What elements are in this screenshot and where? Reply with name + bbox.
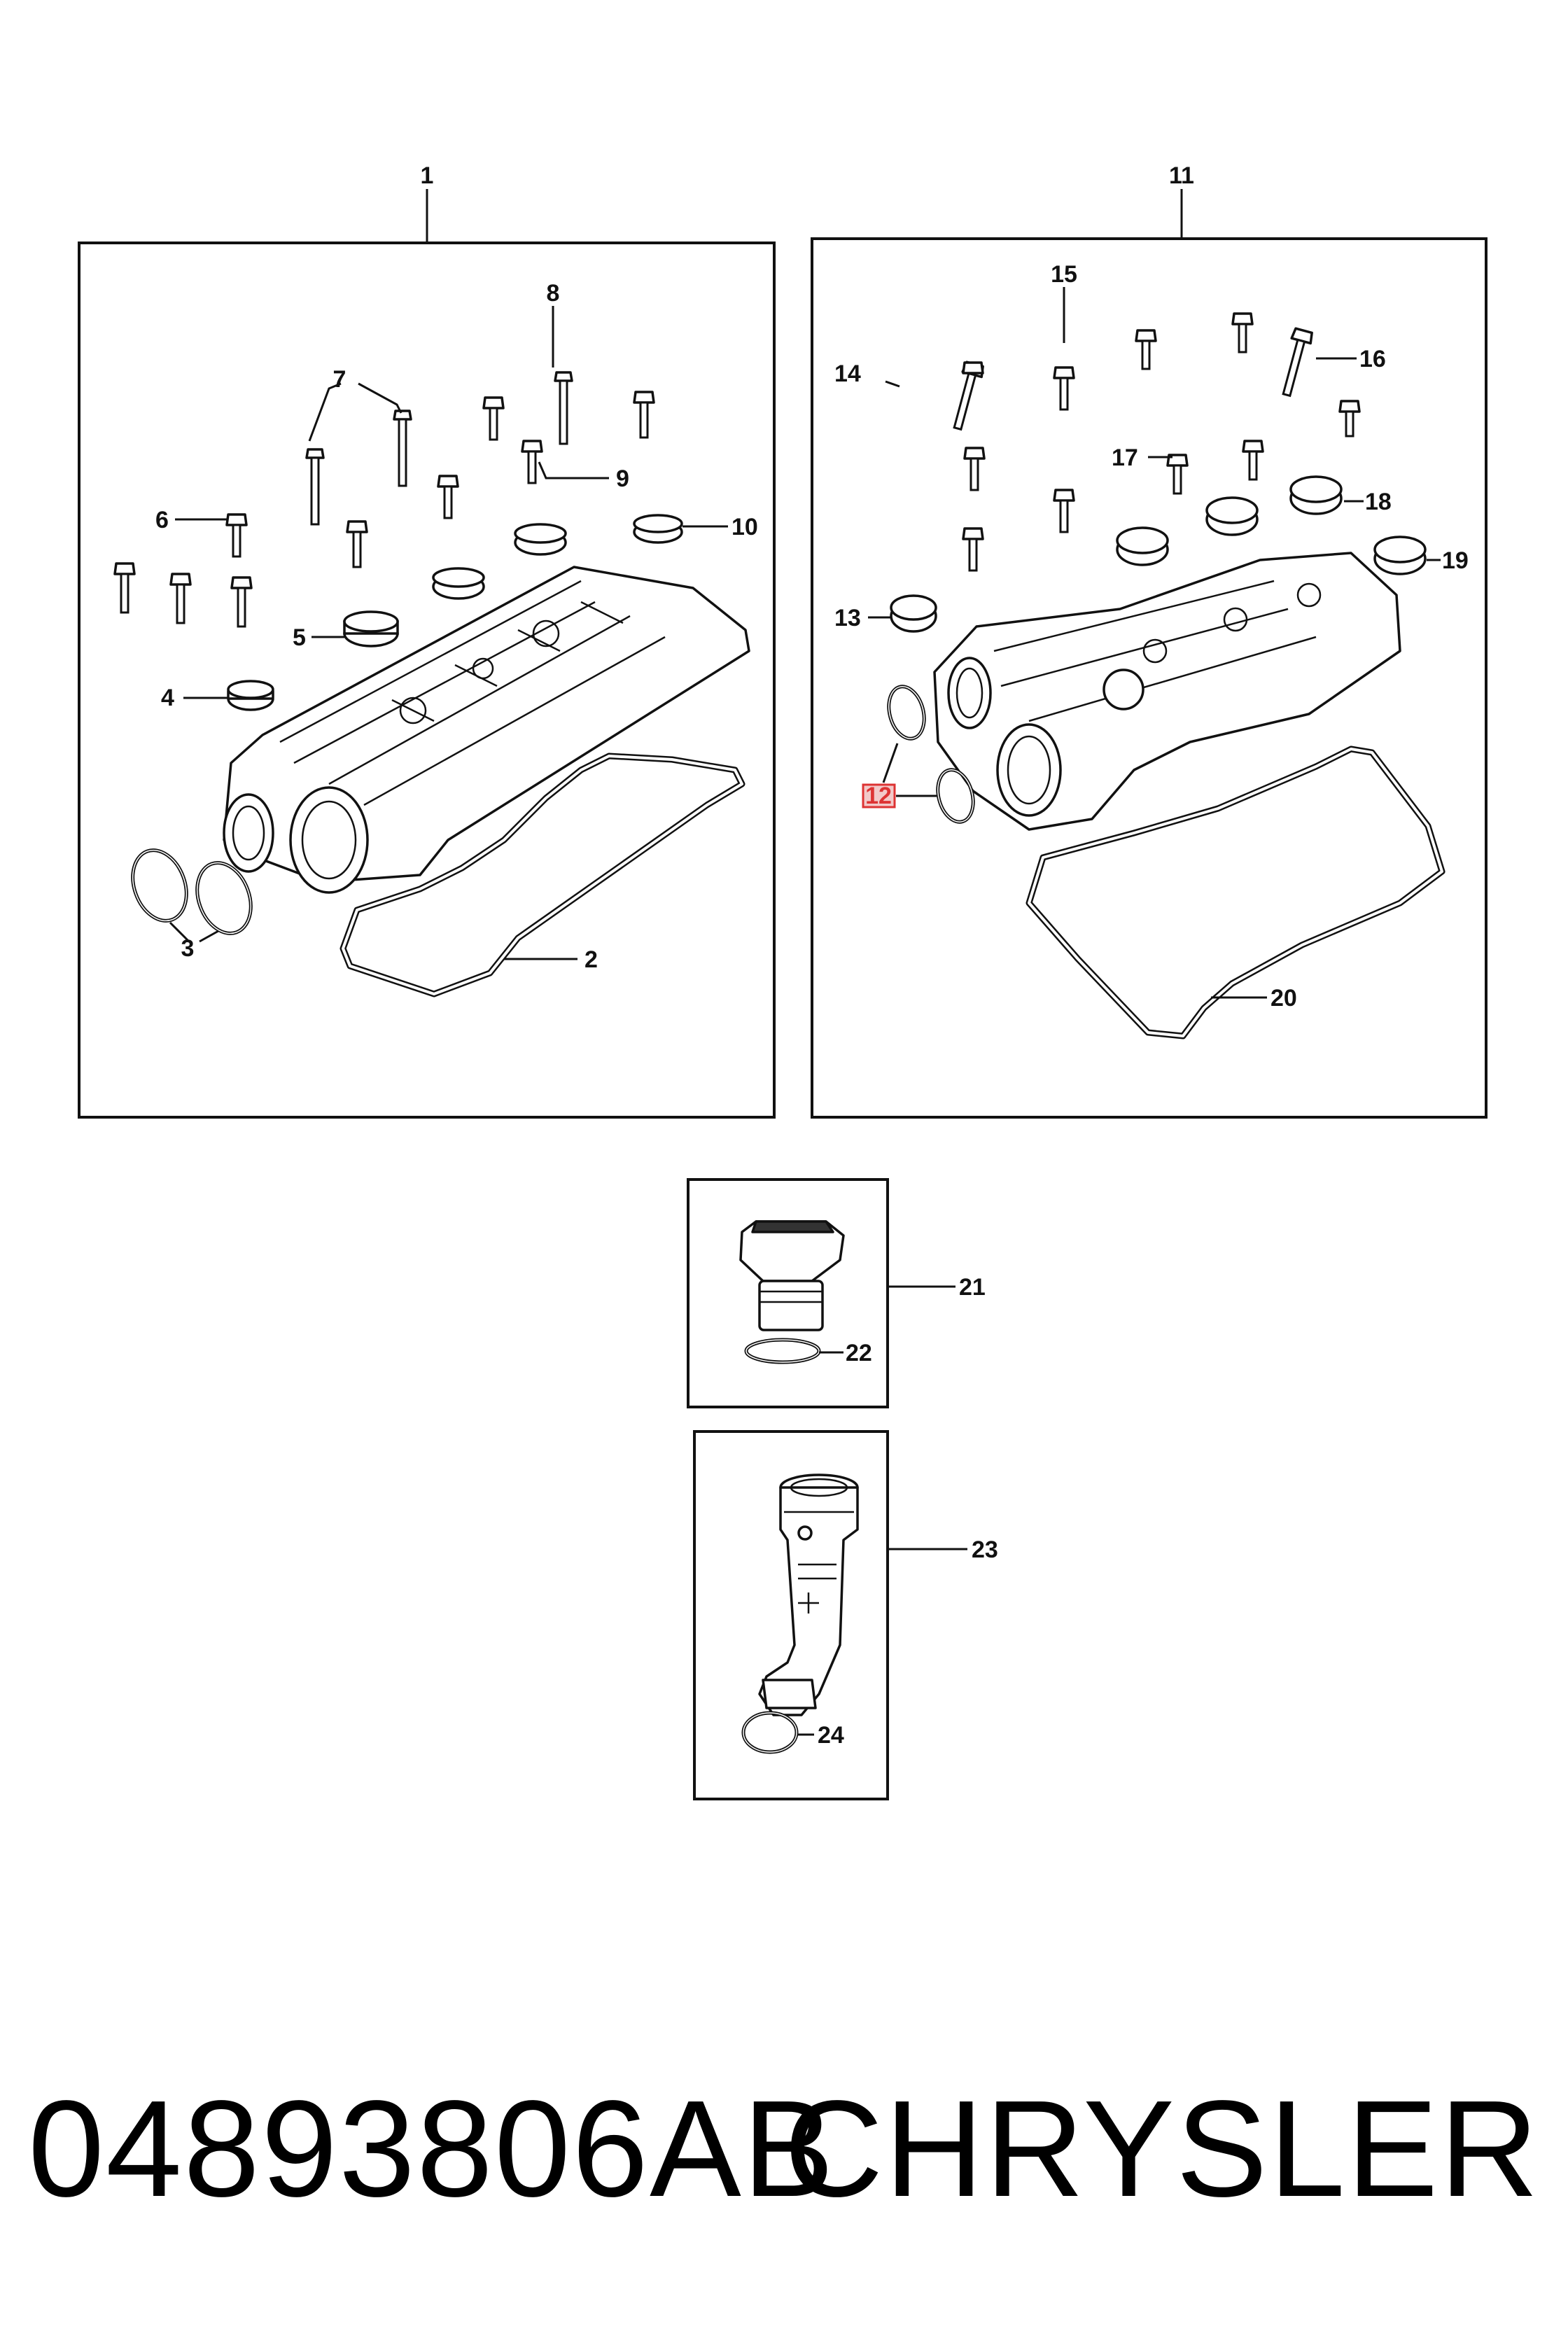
- callout-4[interactable]: 4: [161, 685, 174, 711]
- oil-filler-tube[interactable]: [758, 1474, 859, 1716]
- callout-12[interactable]: 12: [865, 783, 892, 809]
- seals-row-right: [1116, 496, 1259, 566]
- callout-15[interactable]: 15: [1051, 261, 1077, 288]
- right-valve-cover-group: 11 20 12: [811, 162, 1488, 1119]
- brand-name: CHRYSLER: [784, 2072, 1540, 2225]
- callout-19[interactable]: 19: [1442, 547, 1469, 574]
- seal-18[interactable]: [1289, 475, 1343, 515]
- seal-13[interactable]: [890, 594, 937, 633]
- callout-22[interactable]: 22: [846, 1340, 872, 1366]
- callout-13[interactable]: 13: [834, 605, 861, 631]
- o-rings-right[interactable]: [883, 682, 979, 826]
- valve-cover-left[interactable]: [223, 566, 750, 894]
- bolts-left[interactable]: [113, 371, 655, 628]
- bolts-right[interactable]: [948, 312, 1361, 572]
- filler-tube-o-ring[interactable]: [741, 1711, 799, 1754]
- right-panel-frame: [811, 237, 1488, 1119]
- seal-19[interactable]: [1373, 536, 1427, 575]
- oil-cap-group: 21 22: [687, 1178, 986, 1408]
- callout-18[interactable]: 18: [1365, 489, 1392, 515]
- gasket-right[interactable]: [1026, 746, 1446, 1040]
- seal-5[interactable]: [343, 610, 399, 648]
- valve-cover-right[interactable]: [933, 552, 1401, 831]
- callout-5[interactable]: 5: [293, 624, 306, 651]
- callout-17[interactable]: 17: [1112, 444, 1138, 471]
- part-number: 04893806AB: [28, 2072, 836, 2225]
- callout-11[interactable]: 11: [1169, 162, 1194, 189]
- callout-16[interactable]: 16: [1359, 346, 1386, 372]
- callout-1[interactable]: 1: [421, 162, 434, 189]
- callout-8[interactable]: 8: [547, 280, 560, 307]
- seal-4[interactable]: [227, 680, 274, 711]
- o-rings-left[interactable]: [123, 843, 260, 941]
- callout-12-highlight: [862, 783, 896, 808]
- callout-10[interactable]: 10: [732, 514, 758, 540]
- left-valve-cover-group: 1 2 3: [78, 162, 776, 1119]
- gasket-left[interactable]: [340, 752, 746, 997]
- oil-cap-seal[interactable]: [744, 1338, 821, 1364]
- callout-14[interactable]: 14: [834, 360, 861, 387]
- callout-20[interactable]: 20: [1270, 985, 1297, 1011]
- callout-3[interactable]: 3: [181, 935, 195, 962]
- filler-tube-group: 23 24: [693, 1430, 998, 1800]
- callout-9[interactable]: 9: [616, 465, 629, 492]
- oil-filler-cap[interactable]: [739, 1220, 845, 1331]
- callout-6[interactable]: 6: [155, 507, 169, 533]
- callout-24[interactable]: 24: [818, 1722, 844, 1749]
- footer: 04893806AB CHRYSLER: [28, 2065, 1540, 2233]
- callout-23[interactable]: 23: [972, 1536, 998, 1563]
- filler-tube-panel-frame: [693, 1430, 889, 1800]
- oil-cap-panel-frame: [687, 1178, 889, 1408]
- seals-row-left: [432, 514, 683, 600]
- callout-21[interactable]: 21: [959, 1274, 986, 1301]
- callout-7[interactable]: 7: [333, 366, 346, 393]
- callout-2[interactable]: 2: [584, 946, 598, 973]
